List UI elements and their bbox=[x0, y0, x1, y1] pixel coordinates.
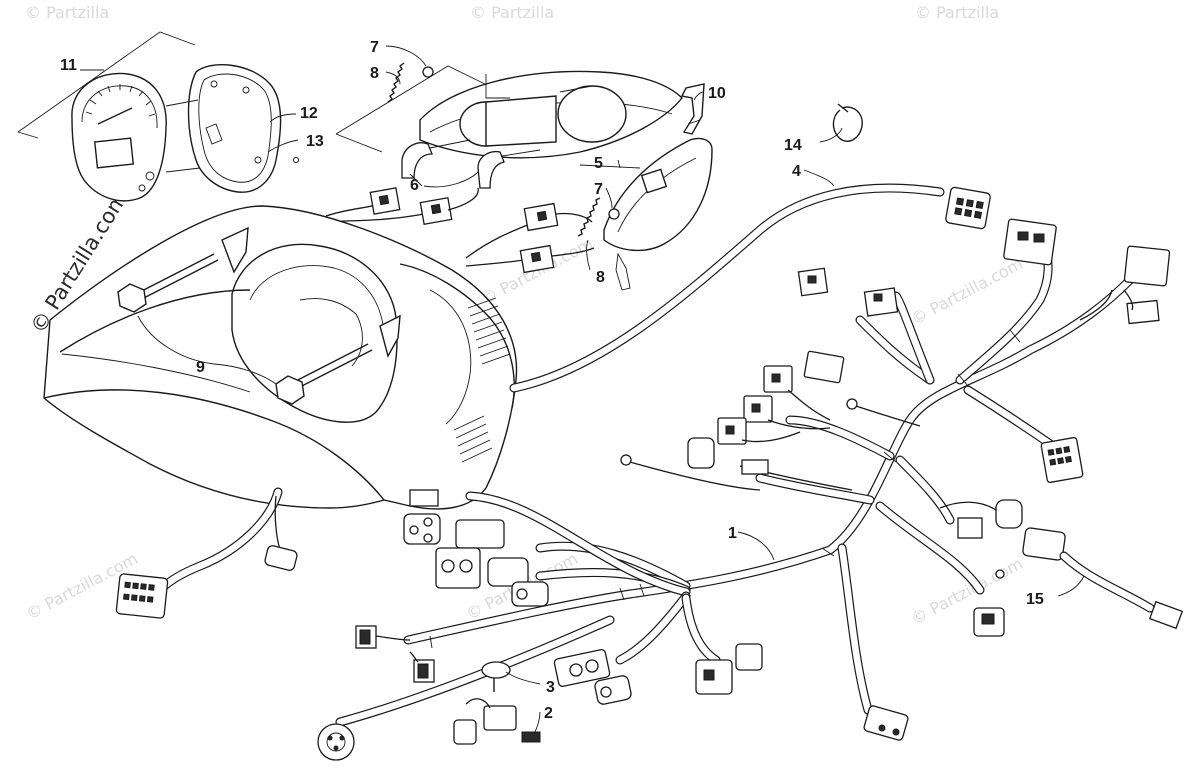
callout-4: 4 bbox=[792, 163, 801, 180]
spring bbox=[577, 197, 601, 237]
headlight-housing bbox=[335, 62, 713, 291]
watermark-text: © Partzilla.com bbox=[478, 234, 596, 309]
callout-7-lower: 7 bbox=[594, 181, 603, 198]
front-hood bbox=[43, 205, 518, 510]
callout-12: 12 bbox=[300, 105, 318, 122]
speedometer-assembly bbox=[17, 31, 299, 202]
callout-3: 3 bbox=[546, 679, 555, 696]
lower-lens-housing bbox=[603, 137, 713, 252]
screw bbox=[293, 157, 299, 163]
callout-6: 6 bbox=[410, 177, 419, 194]
callout-13: 13 bbox=[306, 133, 324, 150]
pod-connectors bbox=[325, 187, 595, 274]
watermark-text: © Partzilla.com bbox=[908, 254, 1026, 329]
callout-15: 15 bbox=[1026, 591, 1044, 608]
callout-10: 10 bbox=[708, 85, 726, 102]
ignition-switch bbox=[317, 723, 355, 761]
watermark-text: © Partzilla bbox=[915, 3, 999, 22]
circlip bbox=[832, 106, 863, 142]
callout-9: 9 bbox=[196, 359, 205, 376]
watermark-text: © Partzilla bbox=[25, 3, 109, 22]
screw bbox=[422, 66, 434, 78]
harness-connectors bbox=[115, 218, 1184, 761]
callout-labels: 11 12 13 7 8 10 5 7 8 6 9 14 4 1 15 3 2 bbox=[60, 39, 1044, 722]
bulb-socket bbox=[401, 142, 433, 179]
speedometer-gauge bbox=[71, 72, 167, 202]
main-harness bbox=[335, 245, 1135, 727]
callout-14: 14 bbox=[784, 137, 802, 154]
leader-lines bbox=[80, 45, 1085, 735]
callout-1: 1 bbox=[728, 525, 737, 542]
callout-8-top: 8 bbox=[370, 65, 379, 82]
callout-5: 5 bbox=[594, 155, 603, 172]
callout-11: 11 bbox=[60, 57, 77, 74]
grommet bbox=[481, 661, 511, 679]
callout-7-top: 7 bbox=[370, 39, 379, 56]
watermark-text: © Partzilla bbox=[470, 3, 554, 22]
screw bbox=[608, 208, 620, 220]
bolt-nut bbox=[117, 283, 147, 313]
gauge-housing bbox=[187, 64, 282, 193]
fuse bbox=[521, 731, 541, 743]
bulb-socket bbox=[477, 150, 505, 189]
watermark-text: © Partzilla.com bbox=[908, 554, 1026, 629]
callout-8-lower: 8 bbox=[596, 269, 605, 286]
bolt-nut bbox=[275, 375, 305, 405]
upper-harness bbox=[509, 103, 991, 393]
callout-2: 2 bbox=[544, 705, 553, 722]
spring bbox=[387, 62, 405, 103]
mounting-bracket bbox=[680, 83, 705, 135]
